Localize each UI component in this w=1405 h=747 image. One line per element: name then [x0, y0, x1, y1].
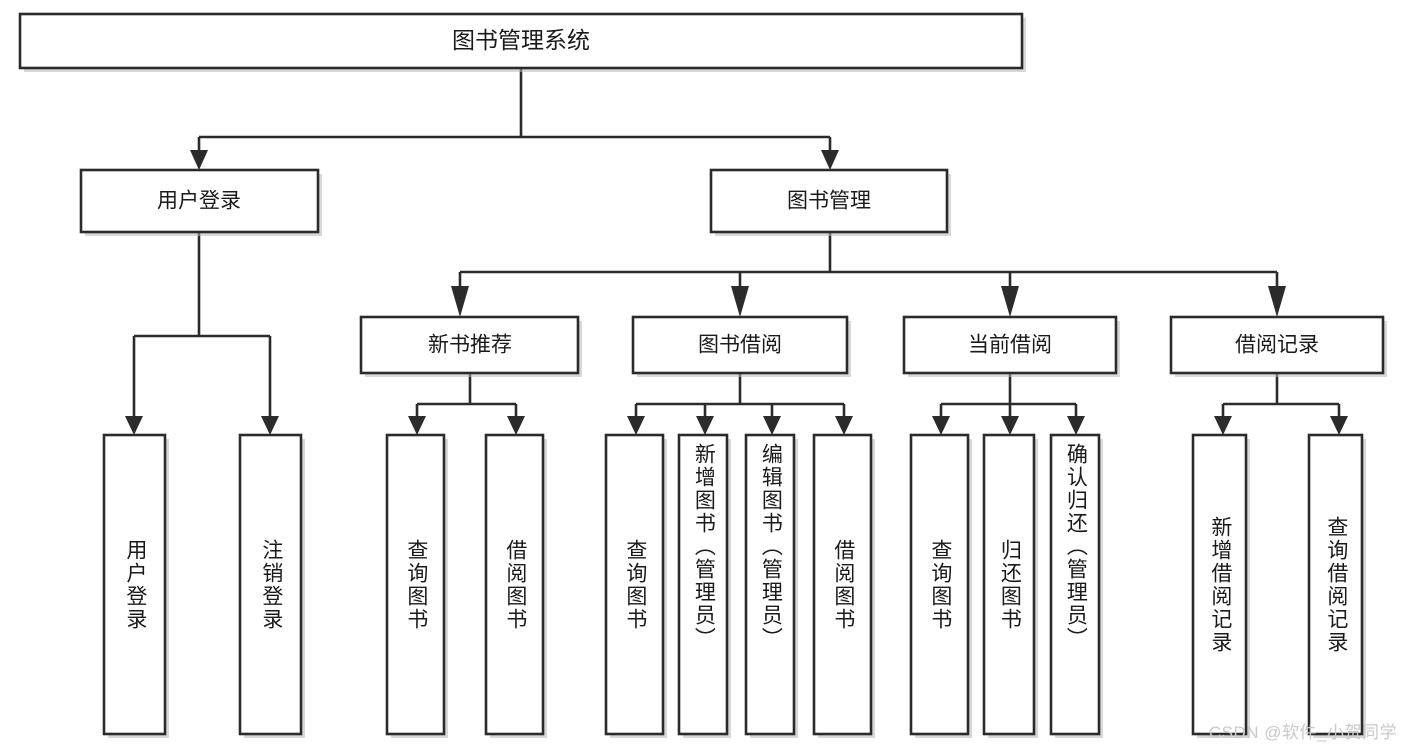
- leaf-bb-edit-box[interactable]: [744, 433, 796, 736]
- node-root[interactable]: 图书管理系统: [18, 12, 1026, 72]
- arrow-head-borrowrecord-leaf-1: [1214, 416, 1232, 435]
- leaf-br-add-box[interactable]: [1191, 433, 1248, 736]
- arrow-head-new-book: [451, 286, 469, 317]
- leaf-cb-confirm-box[interactable]: [1049, 433, 1101, 736]
- arrow-head-newbook-leaf-2: [507, 416, 525, 435]
- connector-layer: [125, 68, 1348, 435]
- leaf-newbook-query-box[interactable]: [385, 433, 446, 736]
- arrow-head-book-mgmt: [821, 150, 839, 170]
- current-borrow-box[interactable]: [902, 315, 1118, 375]
- arrow-head-user-login: [190, 150, 208, 170]
- user-login-box[interactable]: [79, 168, 320, 234]
- arrow-head-bookborrow-leaf-3: [763, 416, 781, 435]
- arrow-head-newbook-leaf-1: [408, 416, 426, 435]
- leaf-br-query-box[interactable]: [1307, 433, 1364, 736]
- new-book-recommend-label: 新书推荐: [428, 334, 512, 357]
- book-management-box[interactable]: [709, 168, 949, 234]
- leaf-bb-borrow-box[interactable]: [812, 433, 873, 736]
- node-user-login[interactable]: 用户登录: [79, 168, 322, 236]
- root-label: 图书管理系统: [452, 27, 590, 53]
- arrow-head-bookborrow-leaf-4: [835, 416, 853, 435]
- node-current-borrow[interactable]: 当前借阅: [902, 315, 1120, 377]
- arrow-head-leaf-logout: [261, 416, 279, 435]
- arrow-head-leaf-user-login: [125, 416, 143, 435]
- arrow-head-borrow-record: [1268, 286, 1286, 317]
- leaf-box-layer: [102, 433, 1366, 738]
- node-book-management[interactable]: 图书管理: [709, 168, 951, 236]
- borrow-record-label: 借阅记录: [1235, 334, 1319, 357]
- leaf-bb-add-box[interactable]: [677, 433, 729, 736]
- new-book-recommend-box[interactable]: [359, 315, 580, 375]
- node-borrow-record[interactable]: 借阅记录: [1169, 315, 1387, 377]
- user-login-label: 用户登录: [157, 190, 241, 213]
- node-book-borrow[interactable]: 图书借阅: [631, 315, 851, 377]
- leaf-newbook-borrow-box[interactable]: [484, 433, 545, 736]
- borrow-record-box[interactable]: [1169, 315, 1385, 375]
- arrow-head-currentborrow-leaf-1: [932, 416, 950, 435]
- arrow-head-borrowrecord-leaf-2: [1330, 416, 1348, 435]
- book-borrow-label: 图书借阅: [698, 334, 782, 357]
- leaf-cb-return-box[interactable]: [982, 433, 1036, 736]
- leaf-user-login-box[interactable]: [102, 433, 167, 736]
- book-borrow-box[interactable]: [631, 315, 849, 375]
- arrow-head-bookborrow-leaf-1: [627, 416, 645, 435]
- arrow-head-book-borrow: [731, 286, 749, 317]
- current-borrow-label: 当前借阅: [968, 334, 1052, 357]
- leaf-cb-query-box[interactable]: [909, 433, 970, 736]
- arrow-head-currentborrow-leaf-2: [1001, 416, 1019, 435]
- root-box[interactable]: [18, 12, 1024, 70]
- leaf-bb-query-box[interactable]: [604, 433, 665, 736]
- csdn-watermark: CSDN @软件_小贺同学: [1208, 723, 1397, 742]
- book-management-label: 图书管理: [787, 190, 871, 213]
- node-new-book-recommend[interactable]: 新书推荐: [359, 315, 582, 377]
- arrow-head-currentborrow-leaf-3: [1067, 416, 1085, 435]
- arrow-head-bookborrow-leaf-2: [696, 416, 714, 435]
- leaf-logout-box[interactable]: [238, 433, 303, 736]
- arrow-head-current-borrow: [1001, 286, 1019, 317]
